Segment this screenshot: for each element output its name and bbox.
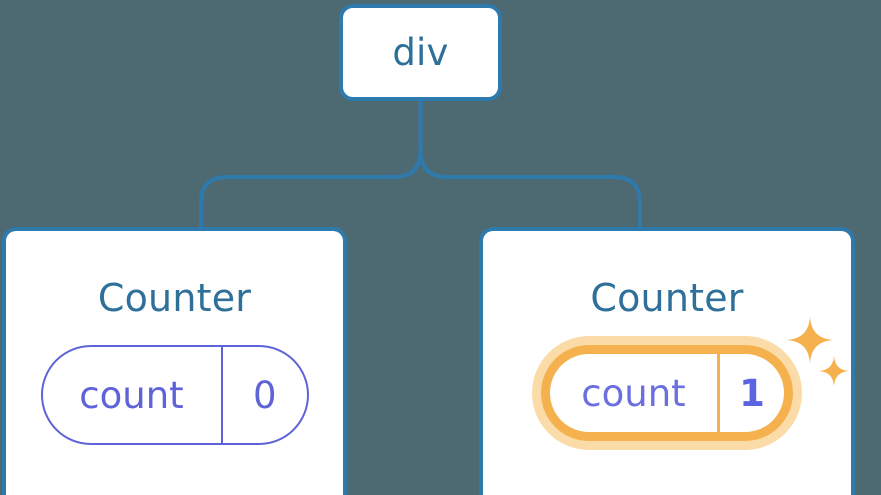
state-value-label: 1 (739, 371, 765, 415)
state-key-label: count (79, 373, 184, 417)
connector-branch-left (199, 148, 423, 231)
state-pill-divider (717, 354, 720, 432)
state-value-label: 0 (252, 373, 277, 417)
sparkle-icon (787, 317, 833, 363)
state-pill-wrap-left: count 0 (40, 345, 309, 445)
connector-branch-right (418, 148, 642, 231)
node-counter-right[interactable]: Counter count 1 (479, 227, 855, 495)
node-div[interactable]: div (339, 4, 502, 101)
sparkle-icon (819, 356, 849, 386)
state-key-label: count (581, 371, 686, 415)
state-pill-count-1-highlighted[interactable]: count 1 (541, 345, 793, 441)
state-pill-count-0[interactable]: count 0 (40, 345, 309, 445)
sparkle-group (785, 317, 865, 407)
node-div-title: div (392, 31, 449, 74)
state-pill-wrap-right: count 1 (541, 317, 849, 441)
state-pill-divider (220, 347, 223, 443)
node-counter-right-title: Counter (590, 276, 744, 320)
node-counter-left-title: Counter (97, 276, 252, 320)
node-counter-left[interactable]: Counter count 0 (2, 227, 347, 495)
